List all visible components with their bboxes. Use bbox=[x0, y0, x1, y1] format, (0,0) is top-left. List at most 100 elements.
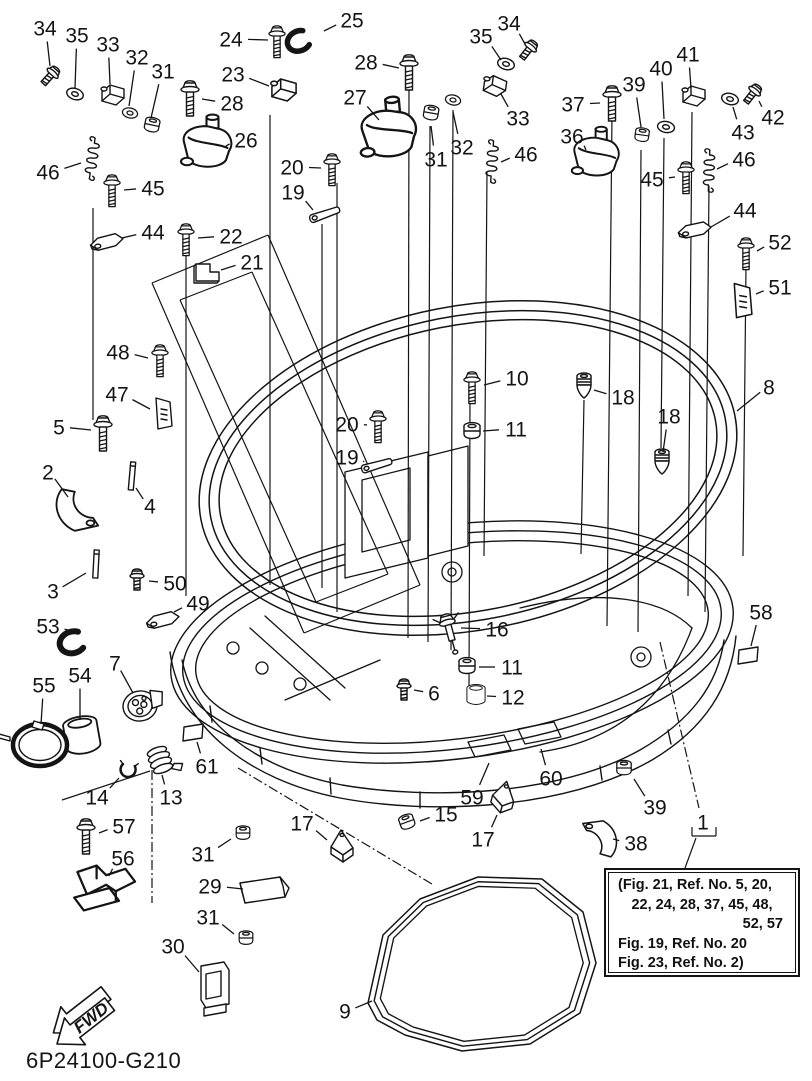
callout-number: 48 bbox=[106, 342, 129, 365]
callout-number: 44 bbox=[733, 200, 757, 223]
callout-38: 38 bbox=[612, 833, 648, 856]
callout-leader-line bbox=[366, 105, 380, 121]
callout-23: 23 bbox=[221, 64, 270, 87]
callout-leader-line bbox=[150, 84, 160, 119]
part-pin bbox=[127, 461, 137, 491]
part-bolt bbox=[103, 174, 121, 208]
part-grommet bbox=[397, 813, 416, 830]
callout-43: 43 bbox=[731, 106, 755, 145]
callout-leader-line bbox=[173, 607, 183, 613]
callout-leader-line bbox=[452, 111, 459, 134]
callout-number: 33 bbox=[506, 108, 529, 131]
callout-28: 28 bbox=[354, 52, 400, 75]
projection-line bbox=[606, 114, 613, 627]
callout-number: 42 bbox=[761, 107, 784, 130]
callout-leader-line bbox=[736, 391, 761, 412]
part-bolt bbox=[737, 237, 755, 271]
callout-number: 8 bbox=[763, 377, 775, 400]
callout-42: 42 bbox=[758, 100, 785, 130]
callout-leader-line bbox=[583, 145, 587, 151]
part-screw bbox=[129, 568, 145, 591]
part-tag bbox=[737, 646, 759, 665]
callout-6: 6 bbox=[413, 683, 440, 706]
callout-number: 13 bbox=[159, 787, 182, 810]
callout-number: 2 bbox=[42, 462, 54, 485]
callout-17: 17 bbox=[290, 813, 328, 841]
callout-leader-line bbox=[382, 63, 400, 69]
callout-number: 19 bbox=[281, 182, 304, 205]
part-screw bbox=[40, 65, 61, 87]
callout-number: 35 bbox=[65, 25, 88, 48]
projection-line bbox=[450, 109, 454, 651]
callout-34: 34 bbox=[497, 13, 526, 45]
callout-number: 19 bbox=[335, 447, 358, 470]
note-box-inner: (Fig. 21, Ref. No. 5, 20, 22, 24, 28, 37… bbox=[608, 872, 796, 973]
projection-line bbox=[660, 137, 665, 449]
callout-leader-line bbox=[500, 157, 511, 163]
callout-leader-line bbox=[668, 176, 676, 179]
part-spring bbox=[84, 136, 100, 181]
callout-leader-line bbox=[716, 163, 729, 170]
callout-number: 39 bbox=[622, 74, 645, 97]
callout-25: 25 bbox=[323, 10, 364, 33]
note-line: 22, 24, 28, 37, 45, 48, bbox=[631, 896, 773, 913]
part-assy bbox=[73, 864, 137, 912]
projection-line bbox=[704, 185, 710, 613]
callout-leader-line bbox=[732, 106, 738, 120]
callout-51: 51 bbox=[755, 277, 792, 300]
callout-number: 49 bbox=[186, 593, 209, 616]
callout-number: 34 bbox=[33, 18, 57, 41]
part-bolt bbox=[399, 54, 419, 91]
note-box: (Fig. 21, Ref. No. 5, 20, 22, 24, 28, 37… bbox=[604, 868, 800, 977]
callout-number: 21 bbox=[240, 252, 263, 275]
callout-leader-line bbox=[128, 70, 135, 107]
callout-54: 54 bbox=[68, 665, 92, 720]
callout-number: 31 bbox=[151, 61, 174, 84]
callout-leader-line bbox=[750, 624, 757, 647]
callout-number: 38 bbox=[624, 833, 647, 856]
callout-leader-line bbox=[483, 380, 501, 386]
callout-leader-line bbox=[756, 246, 765, 252]
callout-31: 31 bbox=[424, 125, 448, 172]
callout-leader-line bbox=[161, 774, 166, 785]
part-washer bbox=[444, 94, 462, 106]
callout-17: 17 bbox=[471, 814, 498, 852]
callout-number: 52 bbox=[768, 232, 791, 255]
callout-leader-line bbox=[201, 98, 216, 102]
callout-number: 33 bbox=[96, 34, 119, 57]
callout-leader-line bbox=[500, 93, 509, 108]
part-bolt bbox=[93, 415, 113, 452]
callout-1: 1 bbox=[697, 812, 709, 835]
callout-11: 11 bbox=[482, 419, 527, 442]
callout-leader-line bbox=[430, 125, 435, 146]
callout-number: 56 bbox=[111, 848, 134, 871]
callout-46: 46 bbox=[500, 144, 538, 167]
callout-leader-line bbox=[323, 24, 337, 32]
callout-35: 35 bbox=[469, 26, 502, 61]
callout-number: 47 bbox=[105, 384, 128, 407]
callout-29: 29 bbox=[198, 876, 244, 899]
callout-leader-line bbox=[226, 886, 244, 890]
callout-15: 15 bbox=[419, 804, 458, 827]
projection-line bbox=[303, 584, 421, 634]
callout-leader-line bbox=[710, 215, 731, 228]
callout-leader-line bbox=[108, 57, 111, 85]
callout-number: 18 bbox=[657, 406, 680, 429]
projection-line bbox=[483, 171, 488, 557]
projection-line bbox=[237, 767, 433, 885]
callout-number: 31 bbox=[191, 844, 214, 867]
part-grommet bbox=[463, 421, 481, 440]
callout-leader-line bbox=[413, 689, 424, 693]
callout-number: 37 bbox=[561, 94, 584, 117]
callout-46: 46 bbox=[716, 149, 756, 172]
part-boot bbox=[146, 745, 184, 775]
callout-32: 32 bbox=[450, 111, 474, 160]
callout-45: 45 bbox=[640, 169, 676, 192]
callout-34: 34 bbox=[33, 18, 57, 67]
callout-number: 12 bbox=[501, 687, 524, 710]
part-vbracket bbox=[155, 397, 173, 430]
callout-46: 46 bbox=[36, 162, 82, 185]
part-anode bbox=[490, 780, 515, 814]
callout-37: 37 bbox=[561, 94, 601, 117]
callout-number: 5 bbox=[53, 417, 65, 440]
